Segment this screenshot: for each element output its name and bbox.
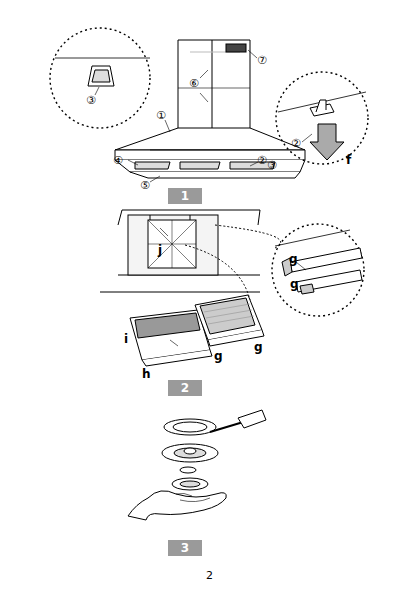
callout-number: ⑤ <box>140 180 150 191</box>
callout-number: ③ <box>267 160 277 171</box>
lamp-figure <box>128 410 266 520</box>
part-letter: f <box>346 154 351 166</box>
part-letter: i <box>124 333 128 345</box>
callout-number: ④ <box>113 155 123 166</box>
figure-number-tag: 2 <box>168 380 202 396</box>
part-letter: g <box>254 341 263 353</box>
figure-number: 2 <box>181 380 189 396</box>
filter-figure <box>100 210 281 366</box>
part-letter: g <box>214 350 223 362</box>
part-letter: g <box>290 278 299 290</box>
part-letter: j <box>158 244 162 256</box>
figure-number-tag: 3 <box>168 540 202 556</box>
part-letter: g <box>289 253 298 265</box>
figure-number: 3 <box>181 540 189 556</box>
callout-number: ③ <box>86 95 96 106</box>
figure-number-tag: 1 <box>168 188 202 204</box>
callout-number: ⑦ <box>257 55 267 66</box>
callout-number: ① <box>156 110 166 121</box>
filter-latch-inset <box>276 72 368 164</box>
page-number: 2 <box>206 570 213 581</box>
callout-number: ⑥ <box>189 78 199 89</box>
figure-number: 1 <box>181 188 189 204</box>
callout-number: ② <box>257 155 267 166</box>
lamp-inset <box>50 28 150 128</box>
callout-number: ② <box>291 138 301 149</box>
filter-clip-inset <box>272 224 364 316</box>
part-letter: h <box>142 368 151 380</box>
